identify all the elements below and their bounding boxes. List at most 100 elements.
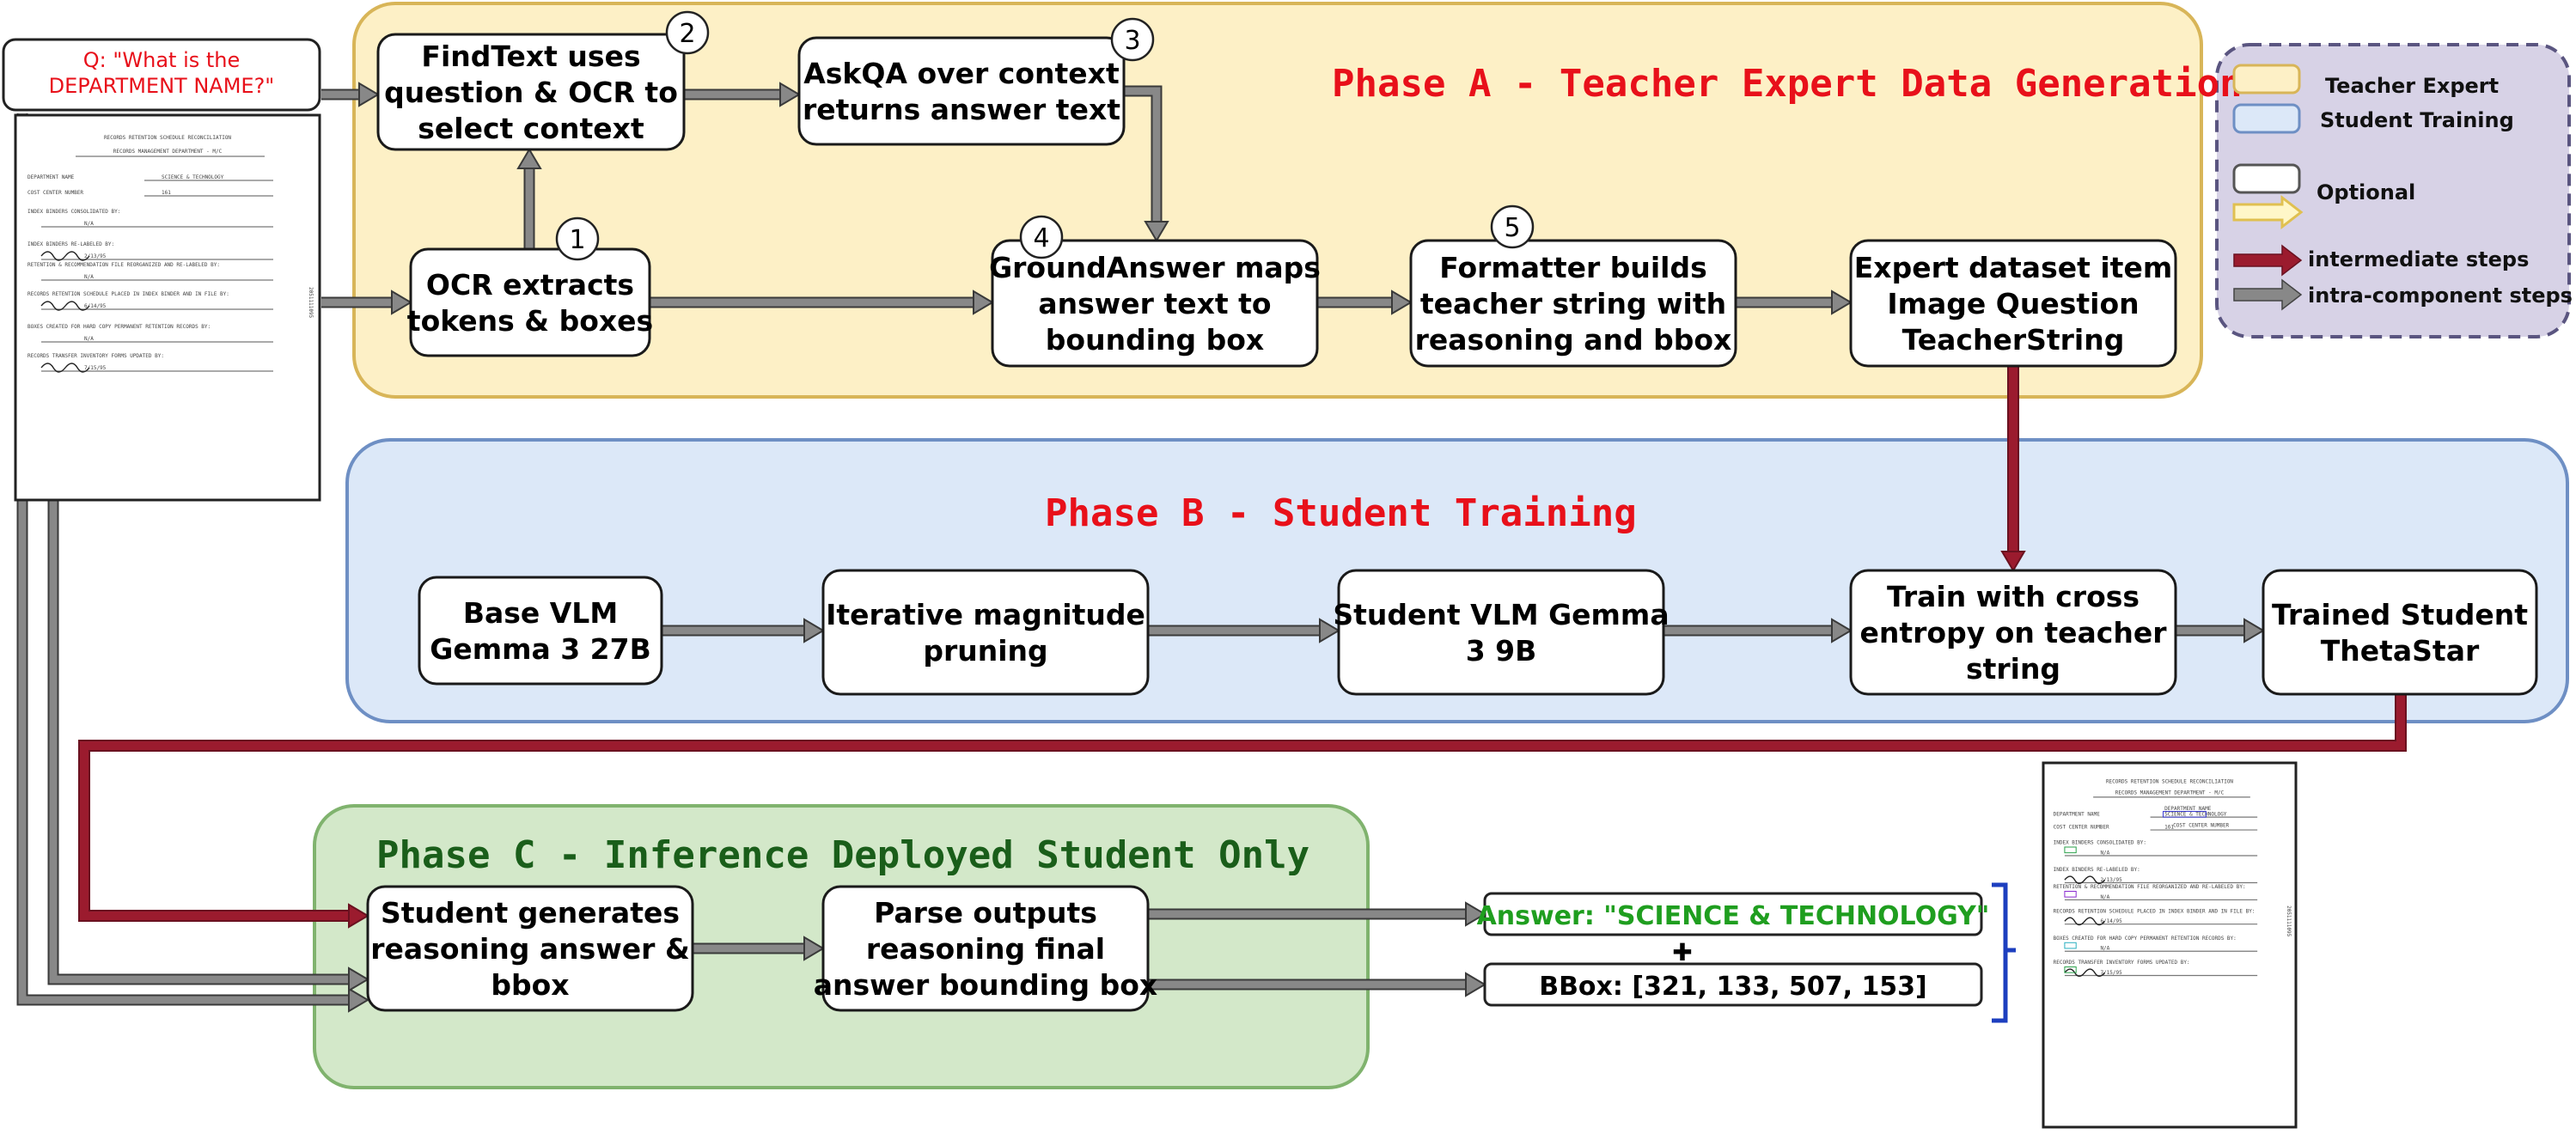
- legend-student-swatch: [2232, 103, 2301, 134]
- bbox-box: [1483, 962, 1983, 1007]
- input-document: RECORDS RETENTION SCHEDULE RECONCILIATIO…: [14, 113, 321, 502]
- node-findtext-line: select context: [418, 112, 644, 145]
- node-expert-line: Expert dataset item: [1854, 251, 2172, 284]
- svg-text:3: 3: [1124, 26, 1140, 56]
- node-findtext-line: FindText uses: [421, 40, 640, 73]
- doc-field-label: RECORDS RETENTION SCHEDULE PLACED IN IND…: [2054, 908, 2256, 914]
- doc-side-id: 2051111095: [2286, 905, 2292, 937]
- doc-field-value: 6/14/95: [2100, 918, 2122, 924]
- doc-field-value: 2/13/95: [2100, 877, 2122, 883]
- connector-layer: [16, 82, 2407, 1013]
- svg-text:1: 1: [569, 225, 585, 255]
- doc-field-value: 161: [2164, 824, 2174, 830]
- doc-field-label: DEPARTMENT NAME: [27, 174, 75, 180]
- doc-field-value: SCIENCE & TECHNOLOGY: [162, 174, 224, 180]
- node-train-line: entropy on teacher: [1859, 616, 2167, 649]
- node-student-line: Student VLM Gemma: [1333, 598, 1669, 631]
- node-ocr-line: OCR extracts: [426, 268, 634, 302]
- doc-field-value: N/A: [84, 274, 94, 280]
- node-ground-line: bounding box: [1046, 323, 1264, 357]
- node-ground-line: answer text to: [1038, 287, 1271, 320]
- node-parse-line: answer bounding box: [814, 968, 1157, 1002]
- doc-field-label: DEPARTMENT NAME: [2054, 811, 2101, 817]
- node-generates-line: reasoning answer &: [370, 932, 689, 966]
- phase-b-title: Phase B - Student Training: [1045, 491, 1637, 535]
- doc-field-label: RECORDS TRANSFER INVENTORY FORMS UPDATED…: [27, 353, 164, 359]
- node-parse-line: Parse outputs: [874, 896, 1097, 930]
- node-generates-line: bbox: [491, 968, 569, 1002]
- node-basevlm-line: Base VLM: [463, 596, 618, 630]
- legend-panel: [2215, 43, 2571, 338]
- node-basevlm-line: Gemma 3 27B: [430, 632, 651, 666]
- doc-field-label: BOXES CREATED FOR HARD COPY PERMANENT RE…: [27, 324, 211, 330]
- doc-field-value: 2/13/95: [84, 253, 107, 259]
- step-badge: 3: [1110, 17, 1155, 62]
- answer-box: [1483, 892, 1983, 936]
- answer-text: Answer: "SCIENCE & TECHNOLOGY": [1477, 901, 1990, 931]
- node-ocr-line: tokens & boxes: [407, 304, 653, 338]
- legend-intermediate-label: intermediate steps: [2308, 247, 2529, 271]
- signature: [40, 251, 90, 261]
- legend-intra-label: intra-component steps: [2308, 284, 2573, 308]
- node-pruning-line: pruning: [923, 634, 1047, 668]
- node-formatter-line: teacher string with: [1420, 287, 1726, 320]
- phase-c-title: Phase C - Inference Deployed Student Onl…: [376, 833, 1309, 877]
- svg-text:5: 5: [1504, 213, 1520, 243]
- doc-subtitle: RECORDS MANAGEMENT DEPARTMENT - M/C: [2115, 790, 2225, 796]
- signature: [40, 363, 90, 373]
- step-badge: 4: [1019, 215, 1064, 259]
- doc-field-label: BOXES CREATED FOR HARD COPY PERMANENT RE…: [2054, 936, 2237, 942]
- doc-field-value: N/A: [84, 336, 94, 342]
- node-parse-line: reasoning final: [866, 932, 1105, 966]
- node-train-line: Train with cross: [1887, 580, 2140, 613]
- node-findtext-line: question & OCR to: [384, 76, 678, 109]
- node-train-line: string: [1966, 652, 2060, 686]
- legend-student-label: Student Training: [2320, 108, 2514, 132]
- node-expert-line: Image Question: [1887, 287, 2139, 320]
- legend-gray-arrow-icon: [2233, 278, 2303, 311]
- doc-title: RECORDS RETENTION SCHEDULE RECONCILIATIO…: [2106, 778, 2233, 784]
- legend-teacher-label: Teacher Expert: [2325, 74, 2499, 98]
- output-brace: [1992, 882, 2016, 1023]
- doc-side-id: 2051111095: [308, 287, 314, 319]
- signature: [40, 301, 90, 311]
- node-expert-line: TeacherString: [1902, 323, 2125, 357]
- doc-field-value: N/A: [2100, 850, 2109, 856]
- doc-field-value: 7/15/95: [2100, 970, 2122, 976]
- node-generates-line: Student generates: [381, 896, 680, 930]
- doc-field-label: RECORDS RETENTION SCHEDULE PLACED IN IND…: [27, 291, 229, 297]
- doc-field-label: COST CENTER NUMBER: [27, 190, 83, 196]
- step-badge: 5: [1490, 204, 1535, 249]
- legend-optional-label: Optional: [2317, 180, 2415, 204]
- legend-optional-swatch: [2232, 163, 2301, 194]
- plus-icon: ✚: [1672, 938, 1692, 966]
- legend-optional-arrow-icon: [2232, 194, 2304, 230]
- node-askqa-line: AskQA over context: [803, 57, 1120, 90]
- doc-field-label: INDEX BINDERS CONSOLIDATED BY:: [2054, 840, 2146, 846]
- doc-field-value: SCIENCE & TECHNOLOGY: [2164, 811, 2227, 817]
- bbox-text: BBox: [321, 133, 507, 153]: [1539, 972, 1927, 1002]
- node-trained-line: ThetaStar: [2321, 634, 2480, 668]
- doc-field-label: RETENTION & RECOMMENDATION FILE REORGANI…: [2054, 884, 2246, 890]
- svg-text:2: 2: [679, 19, 695, 49]
- doc-field-value: 161: [162, 190, 171, 196]
- doc-field-label: INDEX BINDERS RE-LABELED BY:: [2054, 867, 2140, 873]
- doc-field-label: COST CENTER NUMBER: [2054, 824, 2109, 830]
- annotated-document: RECORDS RETENTION SCHEDULE RECONCILIATIO…: [2042, 761, 2298, 1129]
- step-badge: 1: [555, 216, 600, 261]
- step-badge: 2: [665, 10, 710, 55]
- node-trained-line: Trained Student: [2272, 598, 2528, 631]
- doc-subtitle: RECORDS MANAGEMENT DEPARTMENT - M/C: [113, 149, 223, 155]
- legend-teacher-swatch: [2232, 64, 2301, 94]
- doc-field-label: INDEX BINDERS RE-LABELED BY:: [27, 241, 114, 247]
- doc-field-value: N/A: [84, 221, 94, 227]
